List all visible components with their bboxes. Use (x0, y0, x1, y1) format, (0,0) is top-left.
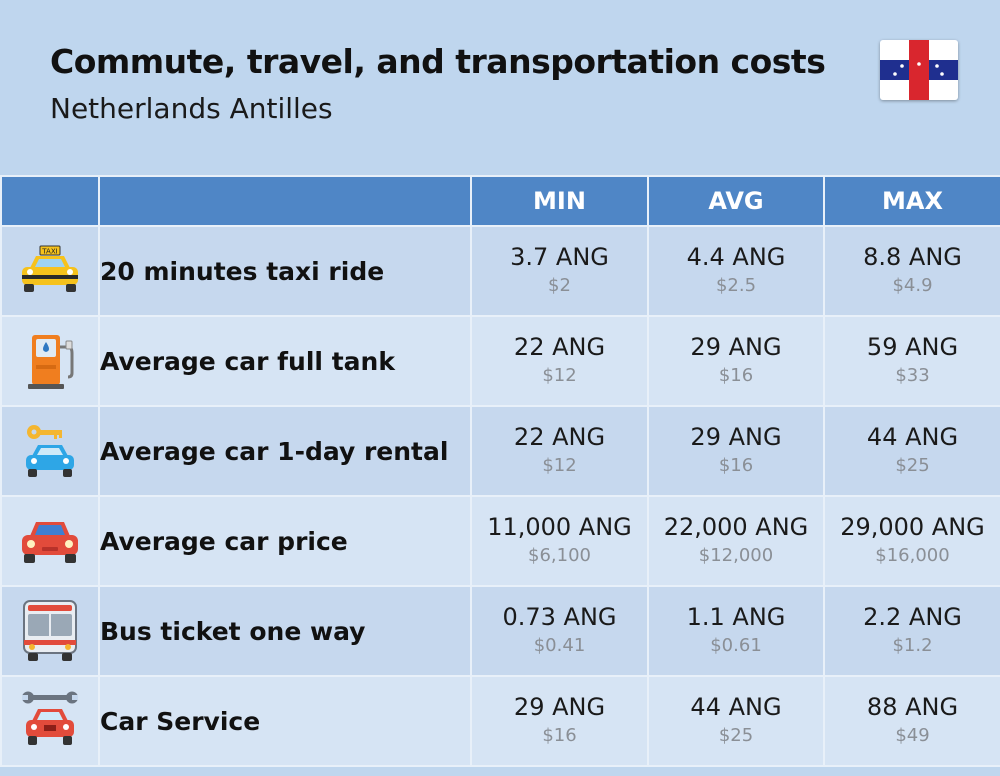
max-usd-value: $49 (895, 725, 930, 746)
row-icon-cell (0, 405, 100, 497)
avg-cell: 29 ANG $16 (647, 315, 825, 407)
table-row: Average car full tank 22 ANG $12 29 ANG $1… (0, 315, 1000, 407)
min-value: 3.7 ANG (510, 243, 609, 271)
cost-table: MIN AVG MAX TAXI 20 (0, 175, 1000, 767)
avg-cell: 4.4 ANG $2.5 (647, 225, 825, 317)
avg-cell: 44 ANG $25 (647, 675, 825, 767)
row-label: 20 minutes taxi ride (98, 225, 472, 317)
min-value: 29 ANG (513, 693, 606, 721)
svg-text:TAXI: TAXI (41, 248, 57, 256)
row-label: Average car price (98, 495, 472, 587)
max-cell: 8.8 ANG $4.9 (823, 225, 1000, 317)
page-subtitle: Netherlands Antilles (50, 92, 333, 125)
row-icon-cell (0, 495, 100, 587)
row-icon-cell (0, 675, 100, 767)
max-usd-value: $4.9 (892, 275, 933, 296)
avg-usd-value: $25 (718, 725, 754, 746)
max-value: 8.8 ANG (863, 243, 962, 271)
avg-cell: 29 ANG $16 (647, 405, 825, 497)
avg-usd-value: $2.5 (715, 275, 757, 296)
avg-usd-value: $16 (718, 455, 754, 476)
car-service-icon (22, 691, 78, 745)
min-usd-value: $0.41 (533, 635, 586, 656)
max-value: 29,000 ANG (840, 513, 985, 541)
header: Commute, travel, and transportation cost… (0, 0, 1000, 175)
max-value: 44 ANG (866, 423, 959, 451)
bus-icon (23, 600, 77, 661)
max-value: 88 ANG (866, 693, 959, 721)
min-cell: 0.73 ANG $0.41 (470, 585, 649, 677)
row-label: Average car 1-day rental (98, 405, 472, 497)
min-cell: 22 ANG $12 (470, 315, 649, 407)
max-cell: 88 ANG $49 (823, 675, 1000, 767)
avg-value: 22,000 ANG (663, 513, 809, 541)
column-header-max: MAX (823, 175, 1000, 227)
column-header-min: MIN (470, 175, 649, 227)
table-row: TAXI 20 minutes taxi ride 3.7 ANG $2 4.4 … (0, 225, 1000, 317)
min-cell: 11,000 ANG $6,100 (470, 495, 649, 587)
min-usd-value: $6,100 (528, 545, 591, 566)
netherlands-antilles-flag-icon (880, 40, 958, 100)
min-value: 22 ANG (513, 423, 606, 451)
min-usd-value: $2 (548, 275, 571, 296)
avg-cell: 1.1 ANG $0.61 (647, 585, 825, 677)
max-usd-value: $16,000 (875, 545, 950, 566)
row-label: Bus ticket one way (98, 585, 472, 677)
avg-usd-value: $12,000 (698, 545, 774, 566)
fuel-pump-icon (28, 335, 74, 389)
page-title: Commute, travel, and transportation cost… (50, 42, 826, 81)
avg-value: 1.1 ANG (686, 603, 786, 631)
table-header-row: MIN AVG MAX (0, 175, 1000, 227)
max-usd-value: $33 (895, 365, 930, 386)
avg-value: 29 ANG (690, 333, 782, 361)
avg-value: 29 ANG (690, 423, 782, 451)
car-icon (22, 522, 78, 563)
max-usd-value: $1.2 (892, 635, 933, 656)
car-key-icon (26, 425, 74, 477)
avg-usd-value: $16 (718, 365, 754, 386)
max-cell: 44 ANG $25 (823, 405, 1000, 497)
avg-usd-value: $0.61 (710, 635, 762, 656)
max-value: 59 ANG (866, 333, 959, 361)
row-icon-cell (0, 315, 100, 407)
min-usd-value: $16 (542, 725, 577, 746)
row-label: Average car full tank (98, 315, 472, 407)
max-cell: 59 ANG $33 (823, 315, 1000, 407)
table-row: Car Service 29 ANG $16 44 ANG $25 88 ANG $4… (0, 675, 1000, 767)
min-cell: 29 ANG $16 (470, 675, 649, 767)
header-label-cell (98, 175, 472, 227)
min-usd-value: $12 (542, 455, 577, 476)
header-icon-cell (0, 175, 100, 227)
max-usd-value: $25 (895, 455, 930, 476)
table-row: Bus ticket one way 0.73 ANG $0.41 1.1 ANG… (0, 585, 1000, 677)
min-cell: 22 ANG $12 (470, 405, 649, 497)
column-header-avg: AVG (647, 175, 825, 227)
row-icon-cell: TAXI (0, 225, 100, 317)
min-value: 22 ANG (513, 333, 606, 361)
min-cell: 3.7 ANG $2 (470, 225, 649, 317)
min-value: 11,000 ANG (487, 513, 632, 541)
table-row: Average car 1-day rental 22 ANG $12 29 AN… (0, 405, 1000, 497)
table-row: Average car price 11,000 ANG $6,100 22,00… (0, 495, 1000, 587)
row-label: Car Service (98, 675, 472, 767)
row-icon-cell (0, 585, 100, 677)
avg-cell: 22,000 ANG $12,000 (647, 495, 825, 587)
avg-value: 4.4 ANG (686, 243, 786, 271)
min-value: 0.73 ANG (502, 603, 617, 631)
max-value: 2.2 ANG (863, 603, 962, 631)
min-usd-value: $12 (542, 365, 577, 386)
avg-value: 44 ANG (690, 693, 782, 721)
taxi-icon: TAXI (22, 245, 78, 292)
max-cell: 2.2 ANG $1.2 (823, 585, 1000, 677)
max-cell: 29,000 ANG $16,000 (823, 495, 1000, 587)
